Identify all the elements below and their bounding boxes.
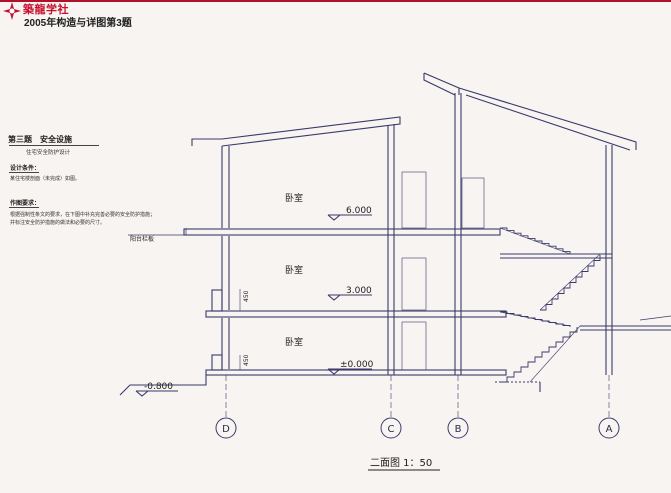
floor-slab-middle	[205, 310, 507, 318]
axis-label-c: C	[388, 424, 395, 435]
elev-marker-ground	[135, 390, 149, 397]
stair-stringer	[529, 325, 581, 383]
stair-flight-2	[540, 255, 601, 311]
floor-slab-upper	[183, 228, 501, 236]
header-rule	[0, 0, 671, 2]
question-subtitle: 住宅安全防护设计	[26, 150, 71, 156]
parapet-middle	[211, 289, 223, 312]
requirements-line-1: 根据强制性条文的要求，在下图中补充完善必要的安全防护措施；	[10, 212, 156, 218]
room-label-lower: 卧室	[285, 336, 303, 348]
stair-stringer	[539, 253, 601, 311]
roof-right-slab-inner	[465, 94, 631, 151]
elevation-6000: 6.000	[346, 206, 372, 216]
axis-bubble-d	[215, 417, 237, 439]
roof-peak-inner	[423, 73, 456, 96]
heading-underline	[9, 145, 99, 146]
ground-line	[119, 375, 207, 396]
roof-peak-left	[423, 72, 460, 95]
elevation-0000: ±0.000	[340, 360, 374, 370]
roof-right-slab	[458, 87, 637, 150]
doc-title: 2005年构造与详图第3题	[24, 18, 132, 29]
conditions-underline	[9, 172, 39, 173]
elevation-3000: 3.000	[346, 286, 372, 296]
brand-name: 築龍学社	[23, 3, 69, 16]
room-label-middle: 卧室	[285, 264, 303, 276]
dim-mark-middle: 450	[243, 290, 250, 302]
axis-bubble-a	[598, 417, 620, 439]
conditions-text: 某住宅楼剖面（未完成）如图。	[10, 176, 81, 182]
door-b-upper	[461, 177, 485, 229]
elevation-ground: -0.800	[144, 382, 173, 392]
drawing-caption: 二面图 1：50	[370, 457, 432, 469]
stair-stringer	[499, 227, 571, 255]
floor-slab-ground	[205, 369, 507, 376]
door-middle	[401, 257, 427, 311]
balcony-leader	[128, 228, 187, 236]
elev-marker-6000	[327, 214, 341, 221]
conditions-label: 设计条件：	[10, 165, 41, 172]
brand-logo-icon	[3, 2, 21, 20]
requirements-line-2: 并标注安全防护措施的做法和必要的尺寸。	[10, 220, 106, 226]
balcony-label: 阳台栏板	[130, 235, 154, 243]
question-heading: 第三题 安全设施	[8, 134, 72, 144]
axis-label-a: A	[606, 424, 613, 435]
elev-marker-3000	[327, 294, 341, 301]
door-lower	[401, 321, 427, 371]
elev-marker-0000	[327, 368, 341, 375]
axis-bubble-b	[447, 417, 469, 439]
axis-label-d: D	[222, 424, 230, 435]
requirements-label: 作图要求：	[10, 200, 41, 207]
door-upper	[401, 171, 427, 229]
stairs	[499, 227, 601, 383]
stair-flight-4	[500, 327, 578, 383]
axis-label-b: B	[455, 424, 462, 435]
stair-stringer	[499, 311, 571, 327]
requirements-underline	[9, 207, 39, 208]
roof-left-slab	[191, 116, 401, 147]
parapet-lower	[211, 354, 223, 371]
dim-mark-lower: 450	[243, 354, 250, 366]
room-label-upper: 卧室	[285, 192, 303, 204]
axis-bubble-c	[380, 417, 402, 439]
